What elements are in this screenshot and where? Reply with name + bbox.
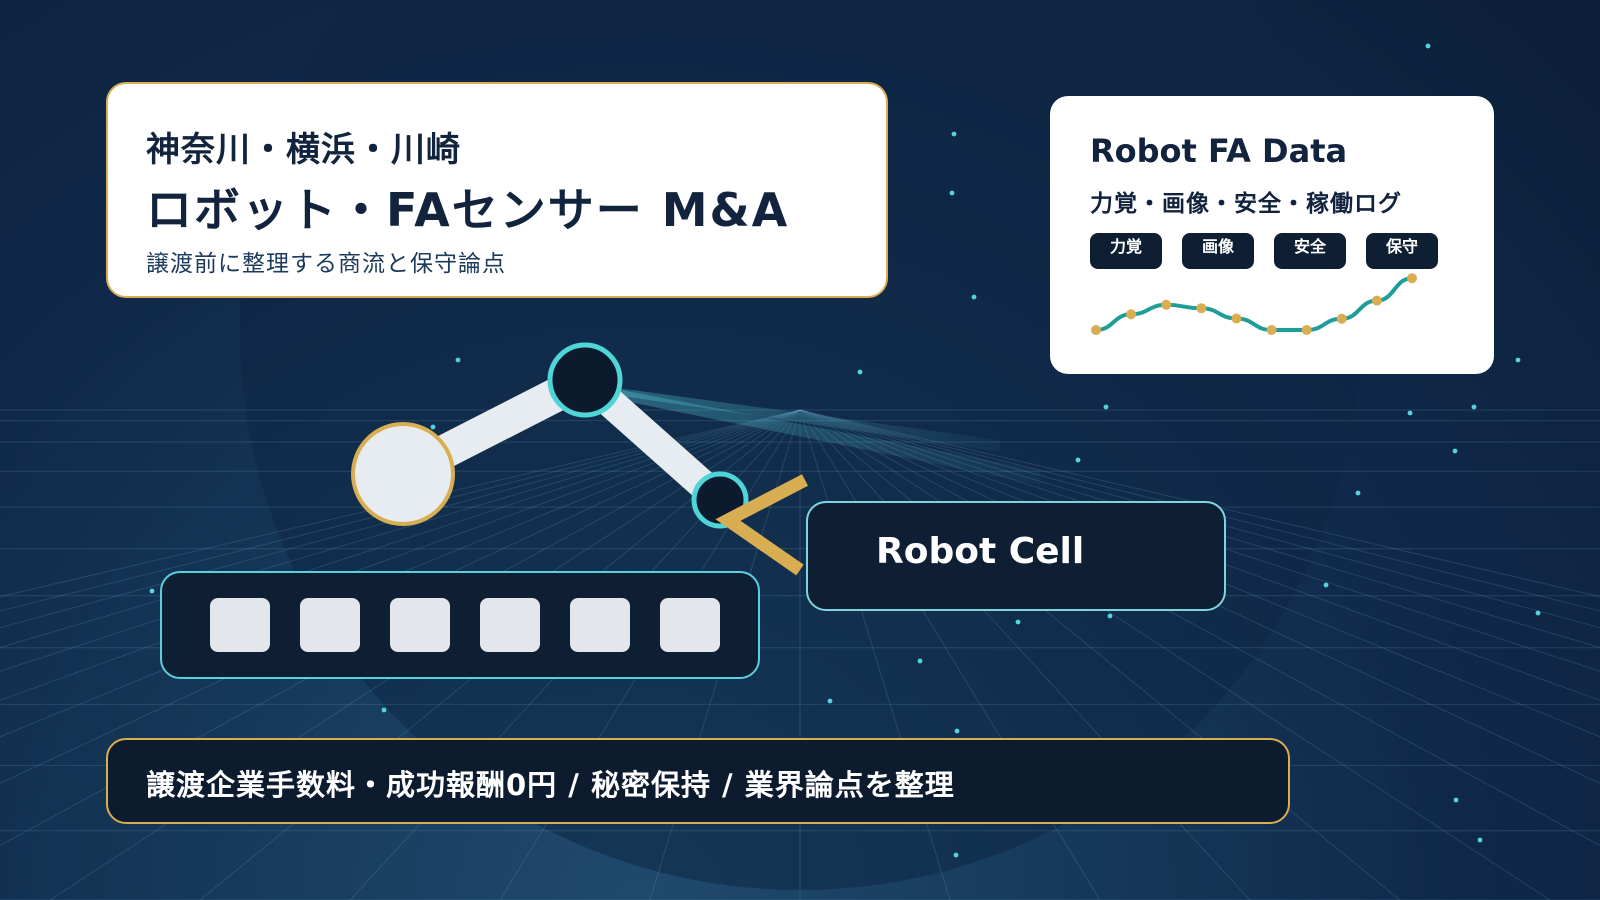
- grid-line: [0, 409, 801, 701]
- conveyor-tray: [160, 571, 760, 679]
- arm-base-joint: [351, 422, 455, 526]
- arm-gripper: [715, 474, 808, 576]
- benefit-bar: 譲渡企業手数料・成功報酬0円 / 秘密保持 / 業界論点を整理: [106, 738, 1290, 824]
- particle-dot: [1471, 404, 1477, 410]
- trend-line: [1095, 276, 1413, 332]
- particle-dot: [1477, 837, 1483, 843]
- trend-point: [1301, 325, 1312, 335]
- grid-line: [799, 409, 1600, 649]
- grid-line: [799, 409, 1600, 701]
- trend-point: [1161, 299, 1172, 310]
- grid-line: [799, 409, 1551, 900]
- tray-slot: [210, 598, 270, 652]
- particle-dot: [1015, 619, 1021, 625]
- data-chip-row: 力覚 画像 安全 保守: [1090, 233, 1462, 269]
- grid-line: [799, 409, 1600, 629]
- particle-dot: [1452, 448, 1458, 454]
- trend-point: [1091, 325, 1101, 335]
- page-subtitle: 譲渡前に整理する商流と保守論点: [146, 251, 506, 277]
- chip-image: 画像: [1182, 233, 1254, 269]
- grid-line: [799, 409, 1600, 847]
- trend-point: [1196, 303, 1207, 314]
- trend-point: [1266, 325, 1277, 335]
- robot-cell-label: Robot Cell: [876, 531, 1085, 572]
- particle-dot: [857, 369, 863, 375]
- particle-dot: [381, 707, 387, 713]
- particle-dot: [1107, 613, 1113, 619]
- particle-dot: [1425, 43, 1431, 49]
- particle-dot: [430, 424, 436, 430]
- sensor-beam-2: [595, 385, 1000, 452]
- grid-line: [799, 409, 1600, 672]
- grid-line: [799, 409, 1600, 738]
- particle-dot: [1407, 410, 1413, 416]
- particle-dot: [1535, 610, 1541, 616]
- chip-maintenance: 保守: [1366, 233, 1438, 269]
- benefit-text: 譲渡企業手数料・成功報酬0円 / 秘密保持 / 業界論点を整理: [146, 768, 955, 802]
- particle-dot: [953, 852, 959, 858]
- trend-point: [1407, 273, 1417, 284]
- data-card-title: Robot FA Data: [1090, 132, 1348, 170]
- tray-slot: [390, 598, 450, 652]
- robot-data-card: Robot FA Data 力覚・画像・安全・稼働ログ 力覚 画像 安全 保守: [1050, 96, 1494, 374]
- particle-dot: [917, 658, 923, 664]
- grid-line: [799, 409, 1600, 612]
- particle-dot: [951, 131, 957, 137]
- tray-slot: [480, 598, 540, 652]
- data-card-subtitle: 力覚・画像・安全・稼働ログ: [1090, 191, 1402, 217]
- grid-line: [0, 409, 801, 672]
- tray-slot: [660, 598, 720, 652]
- trend-point: [1231, 313, 1242, 324]
- grid-line: [0, 409, 801, 629]
- robot-arm: [351, 342, 808, 576]
- region-label: 神奈川・横浜・川崎: [146, 130, 461, 170]
- particle-dot: [455, 357, 461, 363]
- particle-dot: [971, 294, 977, 300]
- tray-slot: [570, 598, 630, 652]
- particle-dot: [1355, 490, 1361, 496]
- particle-dot: [827, 698, 833, 704]
- trend-point: [1126, 309, 1137, 320]
- page-title: ロボット・FAセンサー M&A: [146, 183, 790, 237]
- particle-dot: [1103, 404, 1109, 410]
- particle-dot: [1323, 582, 1329, 588]
- robot-cell-box: Robot Cell: [806, 501, 1226, 611]
- title-card: 神奈川・横浜・川崎 ロボット・FAセンサー M&A 譲渡前に整理する商流と保守論…: [106, 82, 888, 298]
- arm-elbow-joint: [547, 342, 623, 418]
- particle-dot: [1075, 457, 1081, 463]
- grid-line: [0, 409, 801, 612]
- particle-dot: [949, 190, 955, 196]
- tray-slot: [300, 598, 360, 652]
- particle-dot: [1515, 357, 1521, 363]
- sensor-beam: [595, 385, 1040, 485]
- particle-dot: [1453, 797, 1459, 803]
- particle-dot: [954, 728, 960, 734]
- trend-point: [1336, 313, 1347, 324]
- chip-safety: 安全: [1274, 233, 1346, 269]
- trend-chart: [1091, 273, 1417, 335]
- grid-line: [0, 409, 801, 649]
- grid-line: [799, 409, 1600, 784]
- grid-line: [799, 409, 1401, 900]
- chip-force: 力覚: [1090, 233, 1162, 269]
- grid-line: [799, 409, 1600, 598]
- trend-point: [1371, 295, 1382, 306]
- particle-dot: [149, 588, 155, 594]
